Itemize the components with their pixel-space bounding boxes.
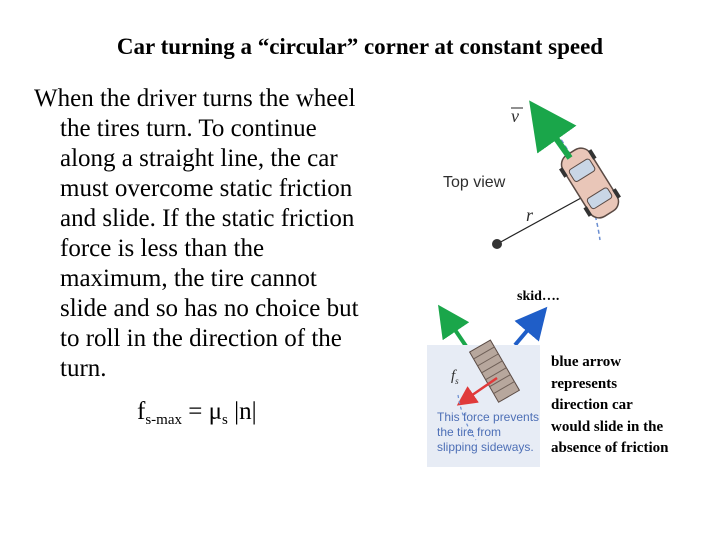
friction-force-label: fs (451, 368, 459, 386)
radius-line (496, 191, 593, 245)
caption-line: the tire from (437, 425, 502, 439)
formula-equals: = (182, 398, 209, 425)
note-line: absence of friction (551, 440, 669, 456)
formula-rhs: |n| (227, 398, 257, 425)
radius-label: r (526, 205, 534, 225)
note-line: direction car (551, 397, 633, 413)
friction-force-sub: s (455, 376, 459, 386)
velocity-arrow (529, 100, 577, 160)
skid-label: skid…. (517, 289, 560, 304)
body-line: to roll in the direction of the (60, 325, 342, 352)
caption-line: This force prevents (437, 410, 540, 424)
body-line: slide and so has no choice but (60, 295, 359, 322)
body-line: the tires turn. To continue (60, 115, 317, 142)
body-line: along a straight line, the car (60, 145, 338, 172)
center-point (492, 239, 502, 249)
friction-force-arrow (456, 376, 498, 406)
top-view-label: Top view (443, 174, 506, 191)
formula-lhs: f (137, 398, 146, 425)
formula-mu-sub: s (222, 412, 228, 428)
caption-line: slipping sideways. (437, 440, 534, 454)
body-line: must overcome static friction (60, 175, 353, 202)
skid-direction-arrow (513, 306, 548, 347)
body-line: When the driver turns the wheel (34, 85, 356, 112)
note-line: blue arrow (551, 354, 622, 370)
inset-caption: This force prevents the tire from slippi… (437, 410, 539, 455)
body-line: turn. (60, 355, 107, 382)
body-line: maximum, the tire cannot (60, 265, 317, 292)
body-line: and slide. If the static friction (60, 205, 355, 232)
blue-arrow-note: blue arrow represents direction car woul… (551, 352, 668, 460)
formula-lhs-sub: s-max (145, 412, 182, 428)
note-line: represents (551, 375, 618, 392)
formula-mu: μ (208, 398, 223, 425)
friction-formula: fs-max = μs |n| (137, 398, 257, 429)
slide-title: Car turning a “circular” corner at const… (116, 34, 604, 59)
friction-force-symbol: f (451, 368, 456, 384)
body-paragraph: When the driver turns the wheel the tire… (34, 84, 404, 384)
inset-dashed-path (457, 394, 477, 441)
body-line: force is less than the (60, 235, 265, 262)
note-line: would slide in the (551, 418, 664, 435)
tire-icon (468, 339, 521, 403)
velocity-label: v (511, 106, 519, 126)
